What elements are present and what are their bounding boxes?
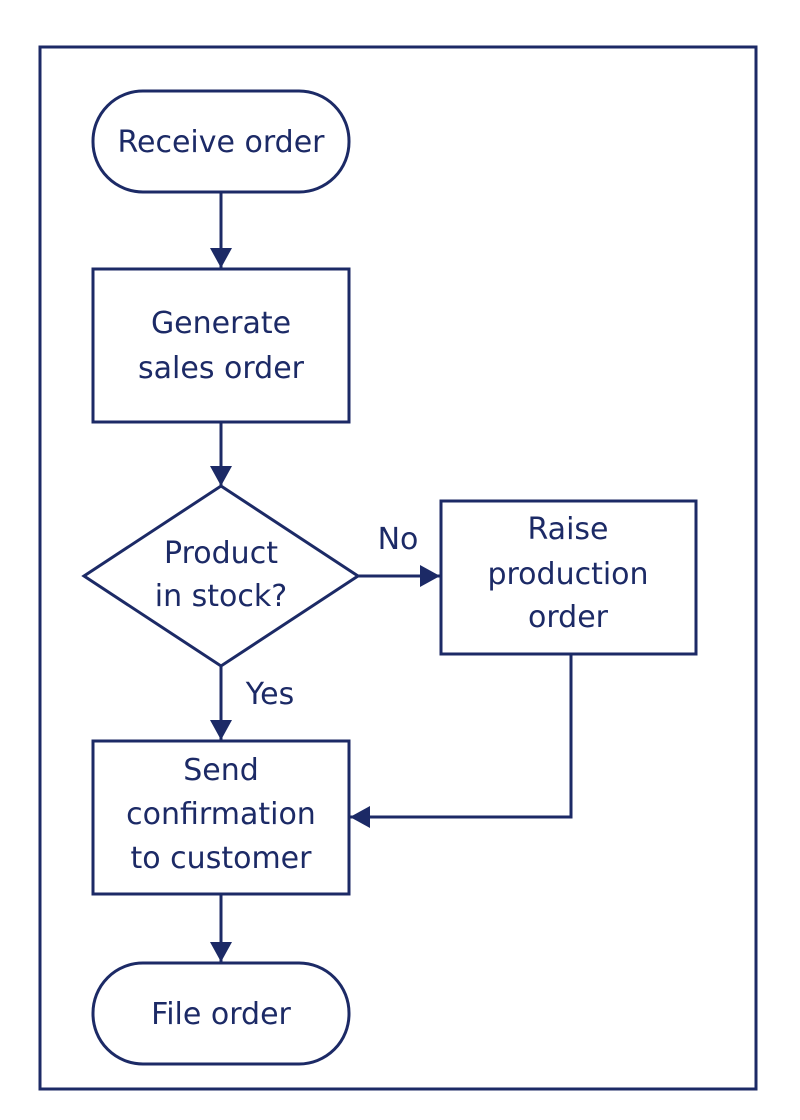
- node-receive-order: Receive order: [91, 89, 351, 194]
- node-send-confirmation-label-1: Send: [183, 753, 259, 788]
- node-generate-sales-order: Generate sales order: [91, 267, 351, 424]
- node-raise-production-order: Raise production order: [439, 499, 698, 656]
- node-generate-sales-order-label-2: sales order: [138, 351, 305, 386]
- node-generate-sales-order-label-1: Generate: [151, 306, 291, 341]
- diagram-frame: [38, 45, 758, 1091]
- node-send-confirmation: Send confirmation to customer: [91, 739, 351, 896]
- node-product-in-stock: Product in stock?: [81, 484, 361, 668]
- node-product-in-stock-label-1: Product: [164, 536, 278, 571]
- node-raise-production-order-label-2: production: [487, 557, 648, 592]
- node-file-order-label: File order: [151, 997, 291, 1032]
- edge-label-yes: Yes: [245, 677, 294, 712]
- edge-raise-to-send: [350, 655, 573, 828]
- node-send-confirmation-label-2: confirmation: [126, 797, 316, 832]
- node-raise-production-order-label-1: Raise: [528, 512, 609, 547]
- node-raise-production-order-label-3: order: [528, 600, 609, 635]
- edge-label-no: No: [378, 522, 419, 557]
- node-file-order: File order: [91, 961, 351, 1066]
- node-send-confirmation-label-3: to customer: [131, 841, 313, 876]
- node-product-in-stock-label-2: in stock?: [155, 579, 287, 614]
- node-receive-order-label: Receive order: [118, 125, 326, 160]
